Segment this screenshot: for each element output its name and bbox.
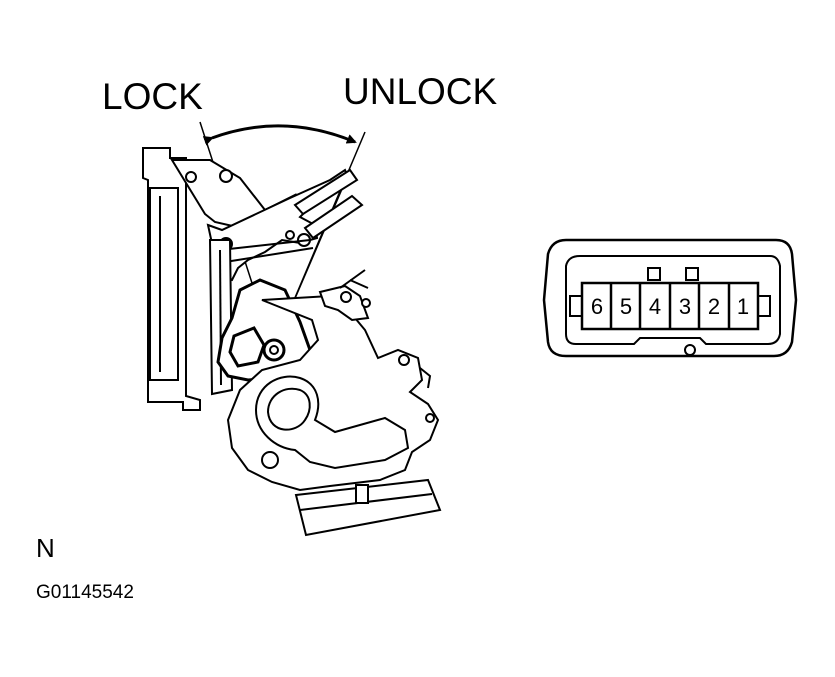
connector-pin-labels: 6 5 4 3 2 1 (591, 294, 749, 319)
figure-code: G01145542 (36, 582, 134, 603)
connector-key-hole (684, 344, 696, 356)
pin-label: 6 (591, 294, 603, 319)
pin-label: 1 (737, 294, 749, 319)
connector-face (542, 238, 798, 358)
swing-arc-arrow (202, 124, 357, 146)
view-label: N (36, 533, 55, 563)
unlock-label: UNLOCK (343, 71, 498, 112)
lock-label: LOCK (102, 76, 203, 117)
pin-label: 3 (679, 294, 691, 319)
pin-label: 2 (708, 294, 720, 319)
door-lock-actuator (142, 147, 442, 537)
pin-label: 4 (649, 294, 661, 319)
pin-label: 5 (620, 294, 632, 319)
